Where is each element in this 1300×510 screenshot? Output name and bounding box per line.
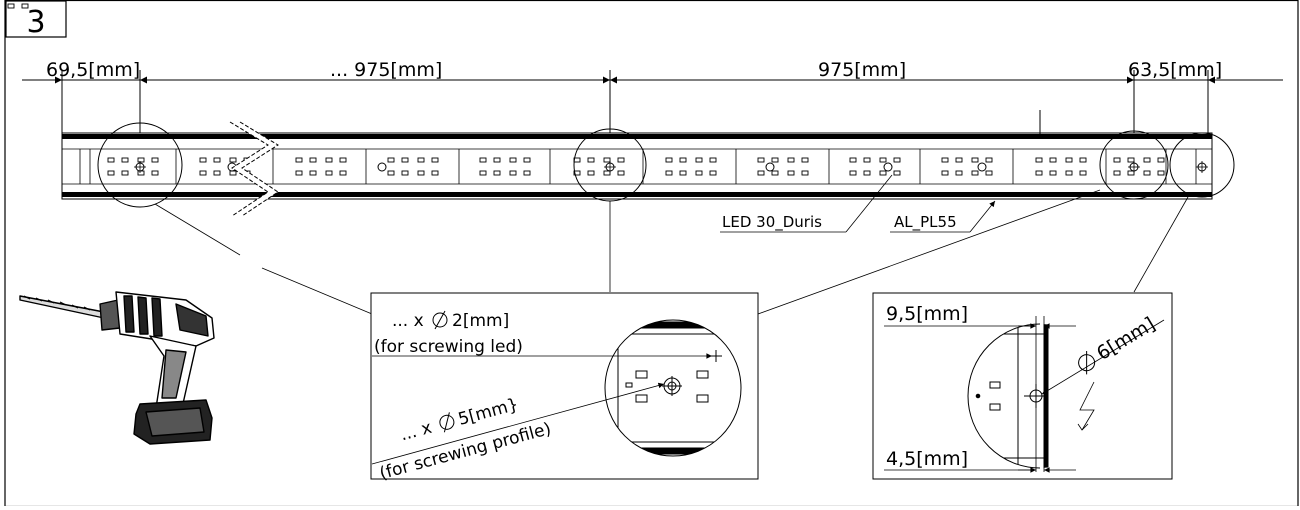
diameter-icon <box>439 412 455 433</box>
step-number: 3 <box>26 5 45 40</box>
led-chips <box>7 3 29 9</box>
dim-left-edge: 69,5[mm] <box>46 59 140 81</box>
break-symbol <box>229 121 279 217</box>
dimension-line <box>22 70 1283 140</box>
detail-box-right <box>872 292 1173 480</box>
diameter-icon <box>1078 351 1096 375</box>
label-profile: AL_PL55 <box>894 213 957 232</box>
detail-circles <box>97 122 1235 208</box>
detail-right-dims <box>884 316 1165 473</box>
dim-right-edge: 63,5[mm] <box>1128 59 1222 81</box>
drill-small-dia: 2[mm] <box>452 311 509 331</box>
detail-center-leaders <box>371 353 712 465</box>
svg-text:... x: ... x <box>392 311 424 331</box>
dim-span-left: ... 975[mm] <box>330 59 442 81</box>
label-led: LED 30_Duris <box>722 213 822 232</box>
drill-note-small: ... x 2[mm] (for screwing led) <box>374 310 523 357</box>
step-box: 3 <box>5 0 67 40</box>
dim-bottom: 4,5[mm] <box>886 448 968 470</box>
drill-small-purpose: (for screwing led) <box>374 337 523 357</box>
leader-lines <box>154 174 1189 315</box>
drill-icon <box>19 291 215 445</box>
dim-span-right: 975[mm] <box>818 59 906 81</box>
diameter-icon <box>432 310 448 330</box>
led-strip <box>89 149 1167 184</box>
dim-top: 9,5[mm] <box>886 303 968 325</box>
profile-bar <box>61 110 1213 200</box>
detail-center-view <box>604 319 742 457</box>
